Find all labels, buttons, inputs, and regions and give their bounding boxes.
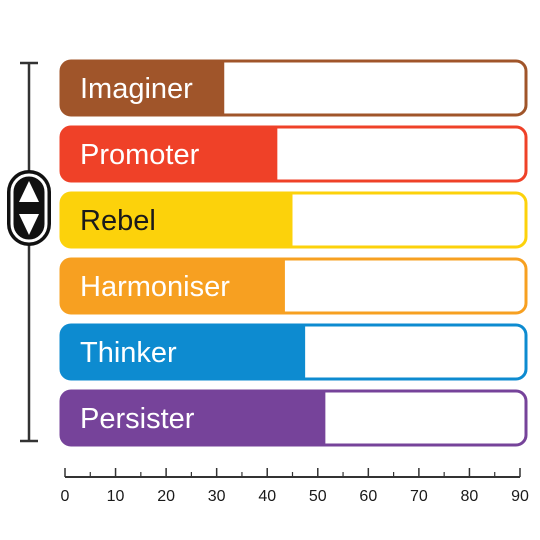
- bar-fill: [61, 193, 293, 247]
- bar-row: Imaginer: [59, 59, 528, 117]
- triangle-down-icon[interactable]: [19, 214, 39, 235]
- bar-label: Imaginer: [80, 73, 193, 105]
- bar-fill: [61, 259, 285, 313]
- bar-row: Rebel: [59, 191, 528, 249]
- bar-label: Harmoniser: [80, 271, 230, 303]
- triangle-up-icon[interactable]: [19, 181, 39, 202]
- x-tick-label: 70: [410, 488, 428, 505]
- x-tick-label: 90: [511, 488, 529, 505]
- bar-label: Promoter: [80, 139, 200, 171]
- bar-fill: [61, 391, 326, 445]
- bars-group: ImaginerPromoterRebelHarmoniserThinkerPe…: [59, 59, 528, 447]
- bar-fill: [61, 127, 278, 181]
- bar-outline: [59, 125, 528, 183]
- x-tick-label: 80: [461, 488, 479, 505]
- bar-row: Promoter: [59, 125, 528, 183]
- bar-row: Harmoniser: [59, 257, 528, 315]
- reorder-control[interactable]: [7, 170, 51, 246]
- bar-outline: [59, 191, 528, 249]
- x-tick-label: 30: [208, 488, 226, 505]
- x-tick-label: 10: [107, 488, 125, 505]
- x-tick-label: 0: [61, 488, 70, 505]
- x-axis: 0 10 20 30 40 50 60 70 80 90: [61, 468, 529, 505]
- bar-fill: [61, 325, 306, 379]
- range-line: [20, 61, 38, 443]
- bar-outline: [59, 389, 528, 447]
- bar-label: Persister: [80, 403, 195, 435]
- x-tick-label: 40: [258, 488, 276, 505]
- bar-row: Thinker: [59, 323, 528, 381]
- x-tick-label: 60: [359, 488, 377, 505]
- bar-row: Persister: [59, 389, 528, 447]
- x-tick-label: 50: [309, 488, 327, 505]
- bar-label: Thinker: [80, 337, 177, 369]
- bar-outline: [59, 59, 528, 117]
- bar-fill: [61, 61, 225, 115]
- bar-label: Rebel: [80, 205, 156, 237]
- bar-outline: [59, 257, 528, 315]
- bar-outline: [59, 323, 528, 381]
- x-tick-label: 20: [157, 488, 175, 505]
